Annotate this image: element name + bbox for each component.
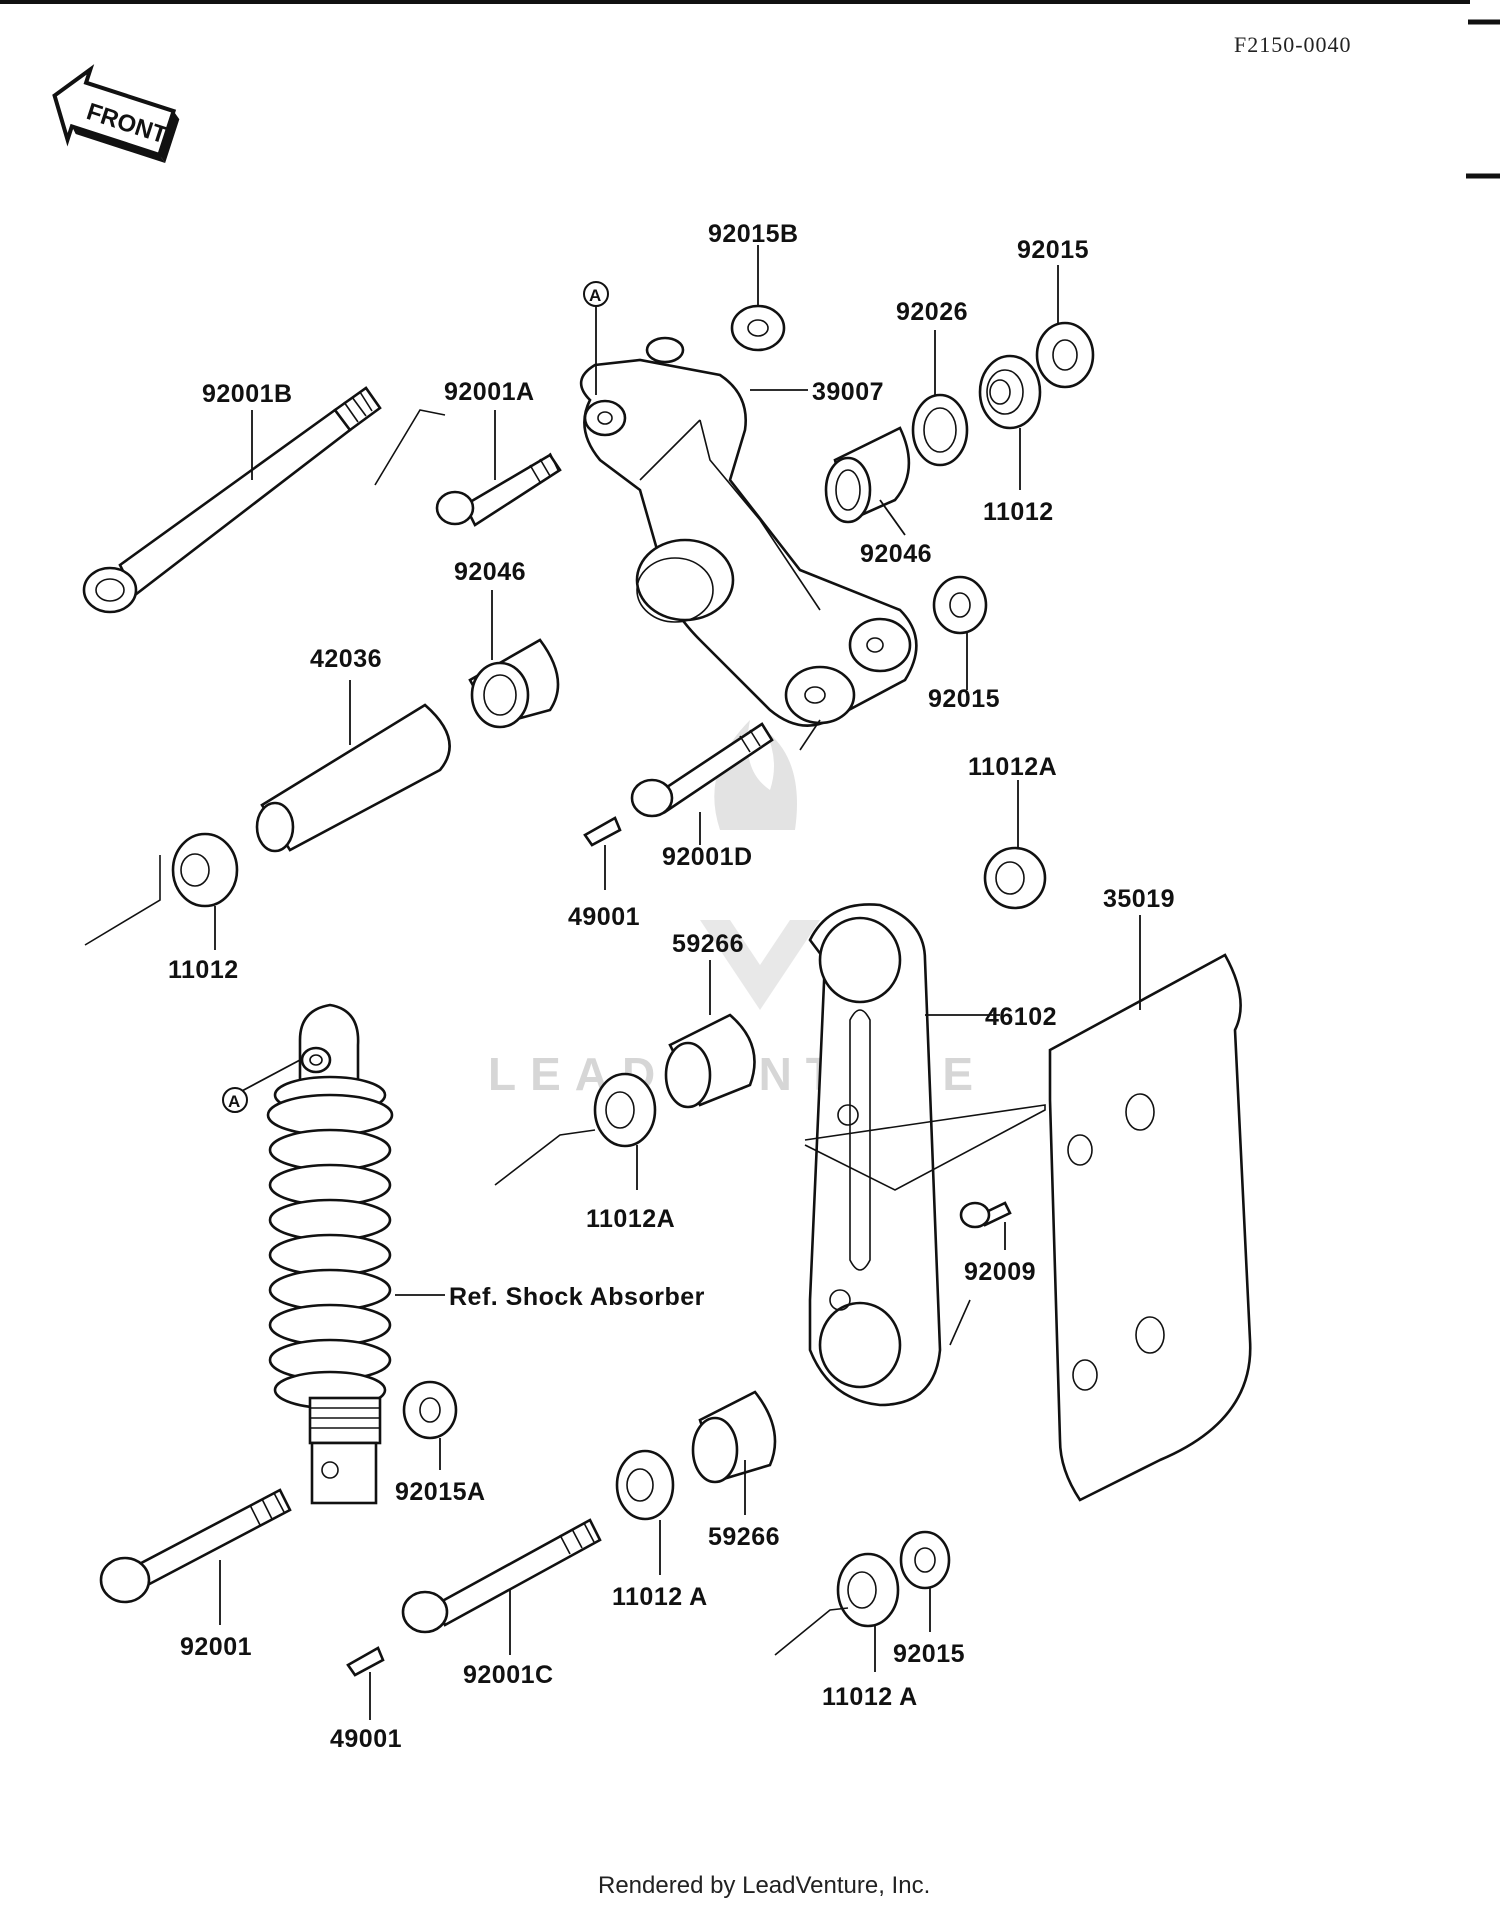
bolt-92001C (401, 1518, 602, 1634)
label-92046-left: 92046 (454, 558, 526, 586)
label-11012A-mid: 11012A (586, 1205, 675, 1233)
leader-lines (84, 245, 1141, 1720)
collar-42036 (255, 703, 451, 853)
label-59266-top: 59266 (672, 930, 744, 958)
label-11012A-bottom2: 11012 A (822, 1683, 918, 1711)
label-49001-bottom: 49001 (330, 1725, 402, 1753)
shock-absorber (266, 1003, 394, 1505)
washer-92026 (911, 393, 969, 467)
label-92001B: 92001B (202, 380, 293, 408)
ref-marker-a-shock: A (222, 1087, 248, 1113)
nut-92015-mid (932, 575, 988, 635)
nut-92015B (730, 304, 786, 352)
grease-fitting-49001-top (583, 816, 622, 847)
rocker-arm-39007 (579, 336, 918, 727)
seal-11012-left (171, 832, 239, 908)
label-46102: 46102 (985, 1003, 1057, 1031)
label-92015A: 92015A (395, 1478, 486, 1506)
label-92001C: 92001C (463, 1661, 554, 1689)
label-11012A-top: 11012A (968, 753, 1057, 781)
label-39007: 39007 (812, 378, 884, 406)
label-11012-right: 11012 (983, 498, 1054, 526)
label-11012-left: 11012 (168, 956, 239, 984)
tie-rod-46102 (808, 903, 942, 1407)
bolt-92001A (435, 452, 562, 527)
seal-11012-right (978, 354, 1042, 430)
label-92015B: 92015B (708, 220, 799, 248)
label-92009: 92009 (964, 1258, 1036, 1286)
label-92015-top: 92015 (1017, 236, 1089, 264)
bearing-92046-right (824, 426, 911, 524)
bolt-92001B (82, 386, 382, 614)
nut-92015-top (1035, 321, 1095, 389)
label-92001: 92001 (180, 1633, 252, 1661)
footer-credit: Rendered by LeadVenture, Inc. (598, 1872, 930, 1899)
label-92026: 92026 (896, 298, 968, 326)
seal-11012A-bottom-right (836, 1552, 900, 1628)
bolt-92001D (630, 722, 774, 818)
ref-marker-a-top: A (583, 281, 609, 307)
svg-text:A: A (589, 286, 601, 305)
label-42036: 42036 (310, 645, 382, 673)
label-35019: 35019 (1103, 885, 1175, 913)
label-92046-right: 92046 (860, 540, 932, 568)
collar-59266-bottom (691, 1390, 777, 1484)
assembly-guide-lines (804, 1104, 1046, 1191)
screw-92009 (959, 1201, 1012, 1229)
page-border-marks (0, 0, 1500, 179)
label-92015-mid: 92015 (928, 685, 1000, 713)
bearing-92046-left (468, 638, 560, 729)
front-direction-arrow-icon: FRONT (52, 64, 180, 164)
label-92015-bottom: 92015 (893, 1640, 965, 1668)
bolt-92001 (99, 1488, 292, 1604)
seal-11012A-mid (593, 1072, 657, 1148)
nut-92015A (402, 1380, 458, 1440)
diagram-code: F2150-0040 (1234, 32, 1352, 57)
grease-fitting-49001-bottom (346, 1646, 385, 1677)
seal-11012A-top (983, 846, 1047, 910)
label-92001D: 92001D (662, 843, 753, 871)
guard-plate-35019 (1048, 953, 1252, 1502)
label-ref-shock-absorber: Ref. Shock Absorber (449, 1283, 705, 1311)
svg-text:A: A (228, 1092, 240, 1111)
label-92001A: 92001A (444, 378, 535, 406)
label-11012A-bottom: 11012 A (612, 1583, 708, 1611)
label-49001-top: 49001 (568, 903, 640, 931)
collar-59266-top (664, 1013, 756, 1109)
label-59266-bottom: 59266 (708, 1523, 780, 1551)
seal-11012A-bottom (615, 1449, 675, 1521)
nut-92015-bottom (899, 1530, 951, 1590)
